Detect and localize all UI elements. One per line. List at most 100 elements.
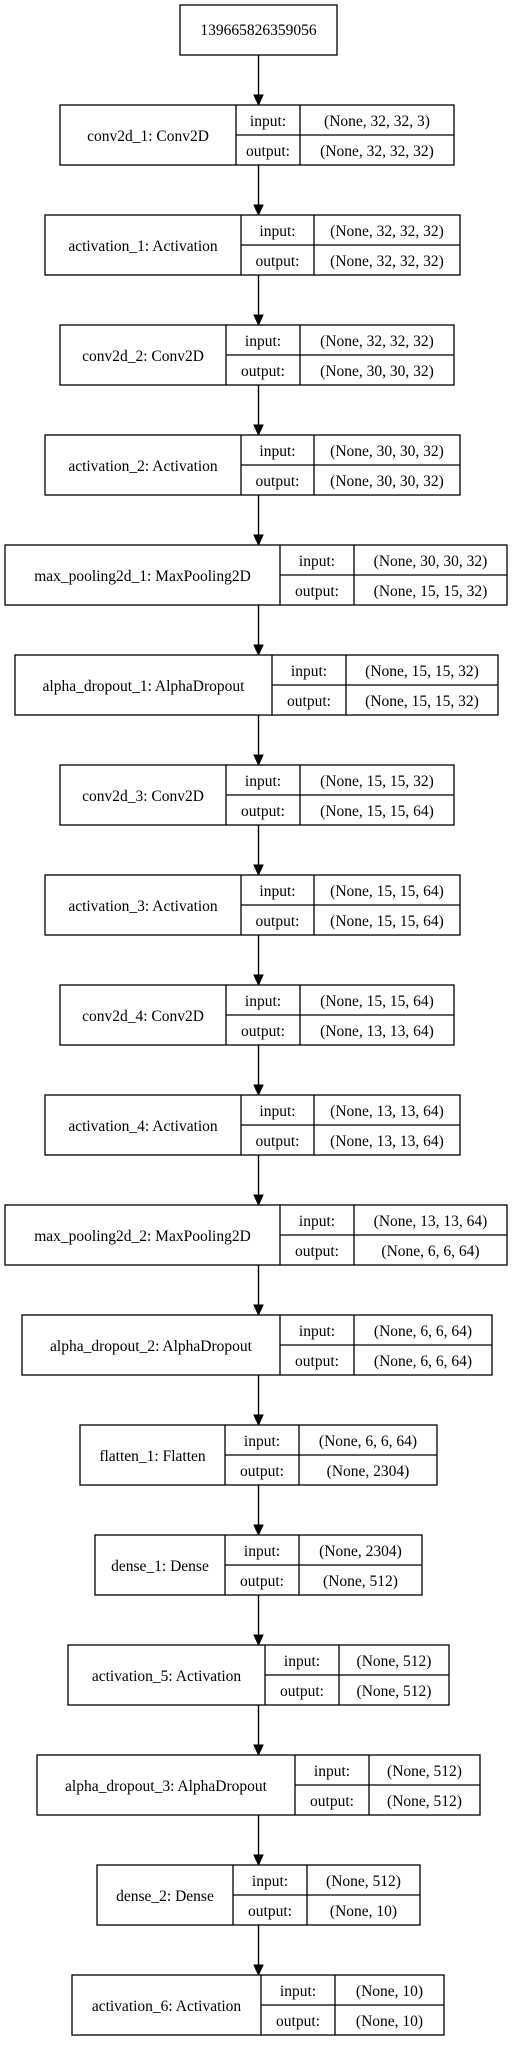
- input-label: input:: [299, 1213, 335, 1230]
- output-shape: (None, 30, 30, 32): [320, 363, 434, 380]
- input-label: input:: [250, 113, 286, 130]
- input-shape: (None, 15, 15, 32): [320, 773, 434, 790]
- edge-arrow: [253, 275, 264, 327]
- edge-arrow: [253, 1595, 264, 1647]
- input-label: input:: [280, 1983, 316, 2000]
- input-label: input:: [259, 223, 295, 240]
- input-shape: (None, 2304): [319, 1543, 402, 1560]
- arrow-head: [253, 864, 264, 877]
- input-label: input:: [245, 333, 281, 350]
- output-label: output:: [295, 1353, 339, 1370]
- output-label: output:: [246, 143, 290, 160]
- input-label: input:: [245, 773, 281, 790]
- edge-arrow: [253, 1485, 264, 1537]
- input-shape: (None, 13, 13, 64): [330, 1103, 444, 1120]
- layer-node: activation_5: Activationinput:output:(No…: [67, 1644, 450, 1706]
- edge-arrow: [253, 55, 264, 107]
- edge-arrow: [253, 1815, 264, 1867]
- layer-name: conv2d_4: Conv2D: [82, 1008, 204, 1025]
- layer-node: max_pooling2d_1: MaxPooling2Dinput:outpu…: [4, 544, 508, 606]
- output-label: output:: [256, 913, 300, 930]
- layer-node: activation_1: Activationinput:output:(No…: [44, 214, 461, 276]
- input-label: input:: [291, 663, 327, 680]
- output-label: output:: [256, 253, 300, 270]
- layer-name: alpha_dropout_1: AlphaDropout: [43, 678, 246, 695]
- layer-node: alpha_dropout_3: AlphaDropoutinput:outpu…: [36, 1754, 481, 1816]
- output-shape: (None, 15, 15, 64): [330, 913, 444, 930]
- input-label: input:: [299, 1323, 335, 1340]
- input-shape: (None, 512): [387, 1763, 462, 1780]
- layer-name: activation_6: Activation: [92, 1998, 242, 2015]
- arrow-head: [253, 1964, 264, 1977]
- edge-arrow: [253, 715, 264, 767]
- input-label: input:: [284, 1653, 320, 1670]
- layer-name: max_pooling2d_2: MaxPooling2D: [34, 1228, 251, 1245]
- output-label: output:: [240, 1463, 284, 1480]
- input-shape: (None, 6, 6, 64): [319, 1433, 417, 1450]
- root-node: 139665826359056: [179, 4, 338, 56]
- output-shape: (None, 32, 32, 32): [320, 143, 434, 160]
- arrow-head: [253, 94, 264, 107]
- input-shape: (None, 30, 30, 32): [374, 553, 488, 570]
- input-label: input:: [314, 1763, 350, 1780]
- arrow-head: [253, 204, 264, 217]
- arrow-head: [253, 1634, 264, 1647]
- input-shape: (None, 32, 32, 32): [320, 333, 434, 350]
- layer-node: conv2d_1: Conv2D input: output: (None, 32, …: [59, 104, 455, 166]
- layer-name: conv2d_2: Conv2D: [82, 348, 204, 365]
- input-shape: (None, 30, 30, 32): [330, 443, 444, 460]
- edge-arrow: [253, 1375, 264, 1427]
- layer-node: conv2d_2: Conv2D input: output: (None, 32, …: [59, 324, 455, 386]
- output-label: output:: [287, 693, 331, 710]
- output-shape: (None, 13, 13, 64): [320, 1023, 434, 1040]
- output-shape: (None, 2304): [327, 1463, 410, 1480]
- arrow-head: [253, 754, 264, 767]
- layer-name: activation_5: Activation: [92, 1668, 242, 1685]
- edge-arrow: [253, 1045, 264, 1097]
- layer-name: activation_2: Activation: [68, 458, 218, 475]
- root-node-id: 139665826359056: [200, 22, 317, 39]
- arrow-head: [253, 314, 264, 327]
- edge-arrow: [253, 1265, 264, 1317]
- input-shape: (None, 32, 32, 3): [324, 113, 430, 130]
- arrow-head: [253, 1744, 264, 1757]
- arrow-head: [253, 1084, 264, 1097]
- edge-arrow: [253, 1155, 264, 1207]
- layer-name: alpha_dropout_3: AlphaDropout: [65, 1778, 268, 1795]
- input-shape: (None, 10): [356, 1983, 423, 2000]
- output-shape: (None, 15, 15, 32): [365, 693, 479, 710]
- edge-arrow: [253, 165, 264, 217]
- edge-arrow: [253, 1925, 264, 1977]
- layer-name: max_pooling2d_1: MaxPooling2D: [34, 568, 251, 585]
- layer-node: activation_3: Activationinput:output:(No…: [44, 874, 461, 936]
- layer-node: max_pooling2d_2: MaxPooling2D input: outpu…: [4, 1204, 508, 1266]
- output-label: output:: [241, 363, 285, 380]
- output-shape: (None, 10): [356, 2013, 423, 2030]
- layer-node: activation_2: Activationinput:output:(No…: [44, 434, 461, 496]
- layer-name: conv2d_1: Conv2D: [87, 128, 209, 145]
- output-label: output:: [295, 583, 339, 600]
- edge-arrow: [253, 605, 264, 657]
- layer-name: conv2d_3: Conv2D: [82, 788, 204, 805]
- input-label: input:: [259, 443, 295, 460]
- layer-name: activation_4: Activation: [68, 1118, 218, 1135]
- layer-node: activation_4: Activationinput:output:(No…: [44, 1094, 461, 1156]
- layer-node: alpha_dropout_1: AlphaDropout input: outpu…: [14, 654, 499, 716]
- output-shape: (None, 15, 15, 64): [320, 803, 434, 820]
- input-shape: (None, 6, 6, 64): [374, 1323, 472, 1340]
- input-label: input:: [259, 1103, 295, 1120]
- arrow-head: [253, 644, 264, 657]
- output-shape: (None, 512): [357, 1683, 432, 1700]
- arrow-head: [253, 1304, 264, 1317]
- output-label: output:: [295, 1243, 339, 1260]
- output-shape: (None, 30, 30, 32): [330, 473, 444, 490]
- arrow-head: [253, 1194, 264, 1207]
- output-shape: (None, 512): [323, 1573, 398, 1590]
- arrow-head: [253, 1854, 264, 1867]
- graph-edges: [253, 55, 264, 1977]
- input-label: input:: [244, 1543, 280, 1560]
- arrow-head: [253, 974, 264, 987]
- layer-nodes: conv2d_1: Conv2D input: output: (None, 32, …: [4, 104, 508, 2036]
